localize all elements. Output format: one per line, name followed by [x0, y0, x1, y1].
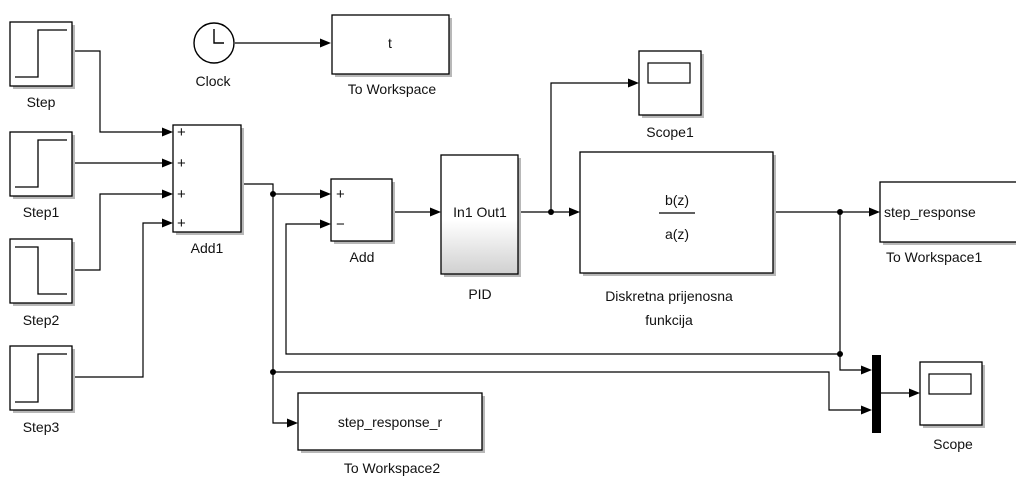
- pid-subsystem-block[interactable]: In1 Out1 PID: [440, 154, 521, 302]
- scope-label: Scope: [933, 436, 973, 452]
- to-workspace1-block[interactable]: step_response To Workspace1: [879, 181, 1016, 265]
- branch-point: [548, 209, 554, 215]
- step-block[interactable]: Step: [9, 21, 75, 110]
- step-signal-icon: [15, 139, 67, 188]
- arrowhead: [320, 189, 331, 199]
- add1-label: Add1: [191, 240, 224, 256]
- to-workspace1-label: To Workspace1: [886, 249, 982, 265]
- step3-label: Step3: [23, 419, 60, 435]
- wire-ref-to-mux[interactable]: [273, 371, 863, 411]
- step-signal-icon: [15, 353, 67, 403]
- wire-ref-down[interactable]: [272, 194, 289, 424]
- wire-add1-out[interactable]: [241, 183, 322, 195]
- arrowhead: [320, 38, 331, 48]
- step2-label: Step2: [23, 312, 60, 328]
- signal-lines: [72, 38, 920, 428]
- arrowhead: [861, 405, 872, 415]
- wire-output-down[interactable]: [839, 212, 863, 371]
- to-workspace-t-block[interactable]: t To Workspace: [331, 14, 452, 97]
- arrowhead: [869, 207, 880, 217]
- clock-icon: [213, 29, 224, 44]
- step3-block[interactable]: Step3: [9, 345, 75, 435]
- step2-block[interactable]: Step2: [9, 238, 75, 328]
- step-signal-icon: [15, 29, 67, 78]
- clock-block[interactable]: Clock: [193, 22, 235, 89]
- add1-sign-2: +: [177, 155, 186, 172]
- arrowhead: [287, 418, 298, 428]
- branch-point: [270, 191, 276, 197]
- arrowhead: [320, 219, 331, 229]
- scope1-label: Scope1: [646, 124, 694, 140]
- wire-step-add1[interactable]: [72, 50, 164, 133]
- arrowhead: [628, 78, 639, 88]
- add-block[interactable]: + − Add: [330, 178, 395, 265]
- tf-denominator: a(z): [665, 226, 689, 242]
- discrete-transfer-fcn-block[interactable]: b(z) a(z) Diskretna prijenosna funkcija: [579, 151, 776, 328]
- mux-block[interactable]: [872, 355, 881, 433]
- workspace-var-step-response: step_response: [884, 204, 976, 220]
- add-sign-minus: −: [336, 216, 345, 233]
- branch-point: [837, 351, 843, 357]
- pid-label: PID: [468, 286, 491, 302]
- arrowhead: [162, 189, 173, 199]
- step1-label: Step1: [23, 204, 60, 220]
- tf-numerator: b(z): [665, 192, 689, 208]
- scope-screen-icon: [928, 373, 972, 395]
- scope-block[interactable]: Scope: [919, 361, 985, 452]
- arrowhead: [909, 388, 920, 398]
- arrowhead: [162, 218, 173, 228]
- wire-step2-add1[interactable]: [72, 193, 164, 271]
- branch-point: [837, 209, 843, 215]
- add-label: Add: [350, 249, 375, 265]
- arrowhead: [162, 127, 173, 137]
- workspace-var-t: t: [388, 35, 392, 51]
- add1-block[interactable]: + + + + Add1: [172, 124, 244, 256]
- to-workspace2-label: To Workspace2: [344, 460, 440, 476]
- mux-bar: [872, 355, 881, 433]
- branch-point: [270, 369, 276, 375]
- add1-sign-3: +: [177, 186, 186, 203]
- scope-screen-icon: [647, 62, 691, 84]
- arrowhead: [430, 207, 441, 217]
- wire-pid-scope1[interactable]: [550, 82, 630, 212]
- add1-sign-4: +: [177, 215, 186, 232]
- step1-block[interactable]: Step1: [9, 131, 75, 220]
- to-workspace-label: To Workspace: [348, 81, 437, 97]
- workspace-var-step-response-r: step_response_r: [338, 414, 443, 430]
- arrowhead: [162, 158, 173, 168]
- step-signal-icon: [15, 246, 67, 295]
- scope1-block[interactable]: Scope1: [638, 50, 704, 140]
- arrowhead: [569, 207, 580, 217]
- to-workspace2-block[interactable]: step_response_r To Workspace2: [297, 392, 485, 476]
- pid-ports: In1 Out1: [453, 204, 507, 220]
- wire-feedback[interactable]: [285, 223, 840, 355]
- clock-label: Clock: [195, 73, 231, 89]
- add-sign-plus: +: [336, 186, 345, 203]
- step-label: Step: [27, 94, 56, 110]
- tf-label-line1: Diskretna prijenosna: [605, 288, 733, 304]
- tf-label-line2: funkcija: [645, 312, 693, 328]
- add1-sign-1: +: [177, 124, 186, 141]
- wire-step3-add1[interactable]: [72, 222, 164, 378]
- arrowhead: [861, 365, 872, 375]
